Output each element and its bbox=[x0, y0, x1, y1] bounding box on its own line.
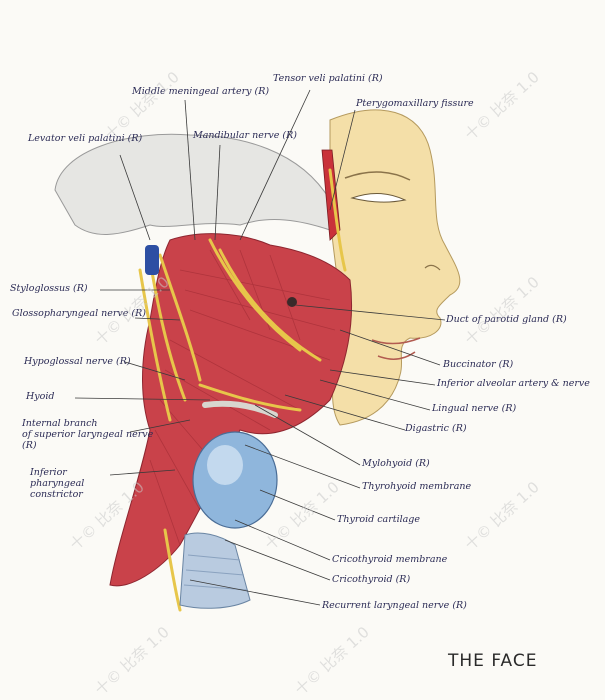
label-tensor-veli-palatini: Tensor veli palatini (R) bbox=[273, 73, 383, 84]
label-inferior-pharyngeal-constrictor: Inferior pharyngeal constrictor bbox=[30, 467, 85, 500]
anatomy-drawing bbox=[54, 89, 461, 612]
leader-lines bbox=[74, 89, 446, 606]
nostril bbox=[424, 264, 441, 271]
label-levator-veli-palatini: Levator veli palatini (R) bbox=[28, 133, 143, 144]
label-styloglossus: Styloglossus (R) bbox=[10, 283, 88, 294]
parotid-duct-opening bbox=[287, 297, 297, 307]
label-inferior-alveolar: Inferior alveolar artery & nerve bbox=[437, 378, 590, 389]
nerves bbox=[138, 168, 347, 612]
lips bbox=[371, 337, 421, 360]
label-pterygomaxillary-fissure: Pterygomaxillary fissure bbox=[356, 98, 474, 109]
muscle-fibres bbox=[149, 249, 336, 546]
eye bbox=[350, 193, 407, 203]
skull-bone bbox=[54, 133, 331, 235]
label-recurrent-laryngeal-nerve: Recurrent laryngeal nerve (R) bbox=[322, 600, 467, 611]
label-lingual-nerve: Lingual nerve (R) bbox=[432, 403, 517, 414]
brow bbox=[344, 171, 411, 181]
illustration-canvas: Middle meningeal artery (R) Tensor veli … bbox=[10, 68, 590, 699]
label-digastric: Digastric (R) bbox=[405, 423, 467, 434]
label-glossopharyngeal-nerve: Glossopharyngeal nerve (R) bbox=[12, 308, 146, 319]
label-mandibular-nerve: Mandibular nerve (R) bbox=[193, 130, 297, 141]
label-internal-branch: Internal branch of superior laryngeal ne… bbox=[22, 418, 154, 451]
label-buccinator: Buccinator (R) bbox=[443, 359, 514, 370]
label-cricothyroid: Cricothyroid (R) bbox=[332, 574, 411, 585]
label-hypoglossal-nerve: Hypoglossal nerve (R) bbox=[24, 356, 131, 367]
label-cricothyroid-membrane: Cricothyroid membrane bbox=[332, 554, 448, 565]
label-thyroid-cartilage: Thyroid cartilage bbox=[337, 514, 421, 525]
label-thyrohyoid-membrane: Thyrohyoid membrane bbox=[362, 481, 472, 492]
page-title: THE FACE bbox=[448, 651, 538, 671]
label-mylohyoid: Mylohyoid (R) bbox=[362, 458, 430, 469]
label-middle-meningeal-artery: Middle meningeal artery (R) bbox=[132, 86, 270, 97]
label-hyoid: Hyoid bbox=[26, 391, 55, 402]
thyroid-highlight bbox=[207, 445, 243, 485]
trachea bbox=[179, 532, 251, 609]
ear-stump bbox=[145, 245, 159, 275]
label-duct-parotid-gland: Duct of parotid gland (R) bbox=[446, 314, 567, 325]
